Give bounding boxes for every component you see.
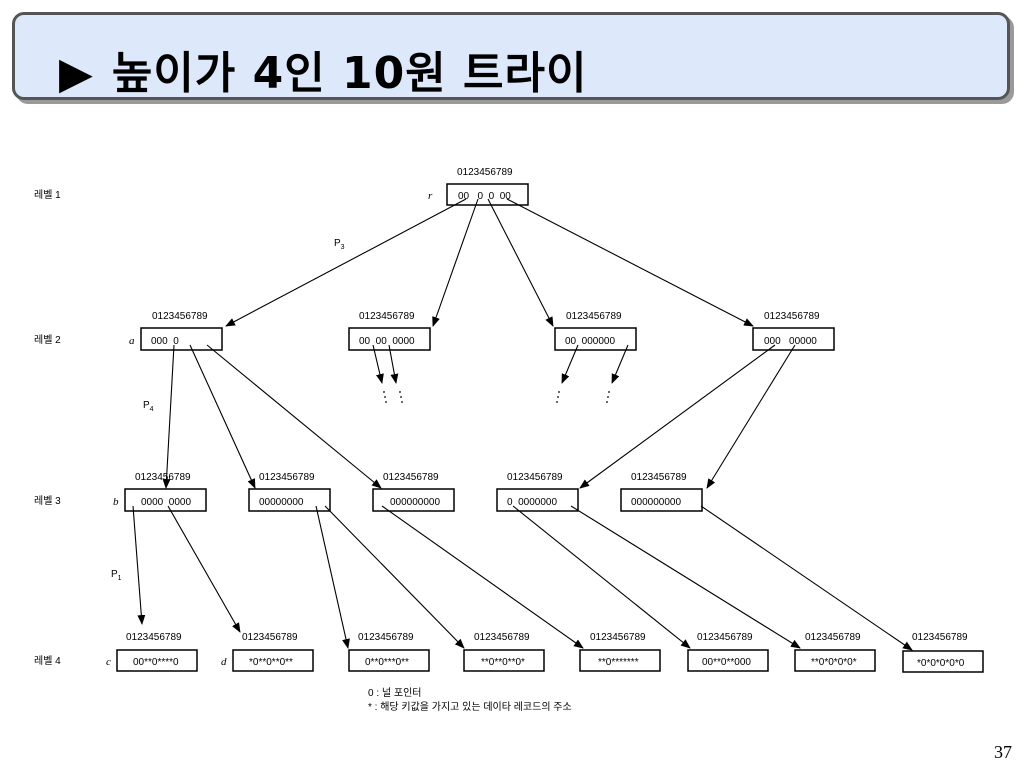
trie-node	[554, 327, 637, 351]
trie-node	[372, 488, 455, 512]
pointer-label-p3: P3	[334, 238, 345, 251]
trie-node	[463, 649, 545, 672]
node-name-a: a	[129, 335, 135, 347]
arrow	[324, 505, 465, 649]
legend-record-address: * : 해당 키값을 가지고 있는 데이타 레코드의 주소	[368, 700, 572, 713]
node-content: **0*0*0*0*	[811, 657, 857, 668]
level-4-label: 레벨 4	[34, 655, 61, 667]
node-content: 000 00000	[764, 336, 817, 347]
arrow	[579, 344, 776, 489]
trie-node	[752, 327, 835, 351]
arrow	[611, 344, 629, 384]
arrow-r-to-a	[225, 198, 467, 327]
arrow	[372, 344, 384, 384]
arrow	[700, 505, 913, 651]
node-content: 0 0000000	[507, 497, 557, 508]
node-content: *0*0*0*0*0	[917, 658, 965, 669]
trie-node	[348, 649, 430, 672]
index-header: 0123456789	[805, 632, 861, 643]
level-3-label: 레벨 3	[34, 495, 61, 507]
index-header: 0123456789	[259, 472, 315, 483]
index-header: 0123456789	[697, 632, 753, 643]
node-content: **0*******	[598, 657, 639, 668]
node-content: 000 0	[151, 336, 179, 347]
arrow	[315, 505, 350, 649]
arrow	[432, 198, 479, 327]
trie-node-c	[116, 649, 198, 672]
node-content: 00**0**000	[702, 657, 751, 668]
index-header: 0123456789	[152, 311, 208, 322]
node-name-d: d	[221, 656, 227, 668]
arrow	[189, 344, 256, 489]
arrow	[388, 344, 399, 384]
index-header: 0123456789	[507, 472, 563, 483]
node-content: 00**0****0	[133, 657, 179, 668]
trie-node	[248, 488, 331, 512]
arrow	[381, 505, 584, 649]
title-banner: ▶ 높이가 4인 10원 트라이	[12, 12, 1010, 100]
legend-null-pointer: 0 : 널 포인터	[368, 687, 421, 699]
index-header: 0123456789	[358, 632, 414, 643]
node-content: **0**0**0*	[481, 657, 525, 668]
node-content: *0**0**0**	[249, 657, 293, 668]
arrow	[512, 505, 691, 649]
index-header: 0123456789	[474, 632, 530, 643]
trie-node-d	[232, 649, 314, 672]
node-name-b: b	[113, 496, 119, 508]
trie-node	[687, 649, 769, 672]
index-header: 0123456789	[590, 632, 646, 643]
trie-node	[579, 649, 661, 672]
index-header: 0123456789	[383, 472, 439, 483]
index-header: 0123456789	[457, 167, 513, 178]
page-number: 37	[994, 742, 1012, 762]
node-content: 00 000000	[565, 336, 615, 347]
index-header: 0123456789	[242, 632, 298, 643]
title-label: 높이가 4인 10원 트라이	[111, 48, 588, 99]
trie-node-a	[140, 327, 223, 351]
index-header: 0123456789	[135, 472, 191, 483]
pointer-label-p4: P4	[143, 400, 154, 413]
index-header: 0123456789	[631, 472, 687, 483]
node-name-r: r	[428, 190, 433, 202]
arrow-b-to-c	[132, 505, 146, 625]
pointer-arrows	[132, 198, 913, 651]
arrow	[206, 344, 382, 489]
trie-node	[902, 650, 984, 673]
arrow	[506, 198, 754, 327]
trie-node	[620, 488, 703, 512]
page-title: ▶ 높이가 4인 10원 트라이	[59, 37, 587, 101]
arrow	[487, 198, 554, 327]
play-arrow-icon: ▶	[59, 48, 94, 99]
node-content: 0**0***0**	[365, 657, 409, 668]
node-content: 000000000	[631, 497, 681, 508]
arrow-a-to-b	[162, 344, 175, 489]
node-content: 00000000	[259, 497, 304, 508]
index-header: 0123456789	[764, 311, 820, 322]
node-content: 00 00 0000	[359, 336, 415, 347]
arrow-b-to-d	[167, 505, 241, 633]
trie-node	[496, 488, 579, 512]
node-name-c: c	[106, 656, 111, 668]
index-header: 0123456789	[359, 311, 415, 322]
node-content: 00 0 0 00	[458, 191, 511, 202]
arrow	[706, 344, 796, 489]
trie-node-b	[124, 488, 207, 512]
node-content: 000000000	[390, 497, 440, 508]
arrow	[570, 505, 801, 649]
continuation-dots	[383, 391, 610, 403]
pointer-label-p1: P1	[111, 569, 122, 582]
level-2-label: 레벨 2	[34, 334, 61, 346]
index-header: 0123456789	[566, 311, 622, 322]
index-header: 0123456789	[912, 632, 968, 643]
trie-node	[794, 649, 876, 672]
arrow	[561, 344, 579, 384]
level-1-label: 레벨 1	[34, 189, 61, 201]
index-header: 0123456789	[126, 632, 182, 643]
node-content: 0000 0000	[141, 497, 191, 508]
